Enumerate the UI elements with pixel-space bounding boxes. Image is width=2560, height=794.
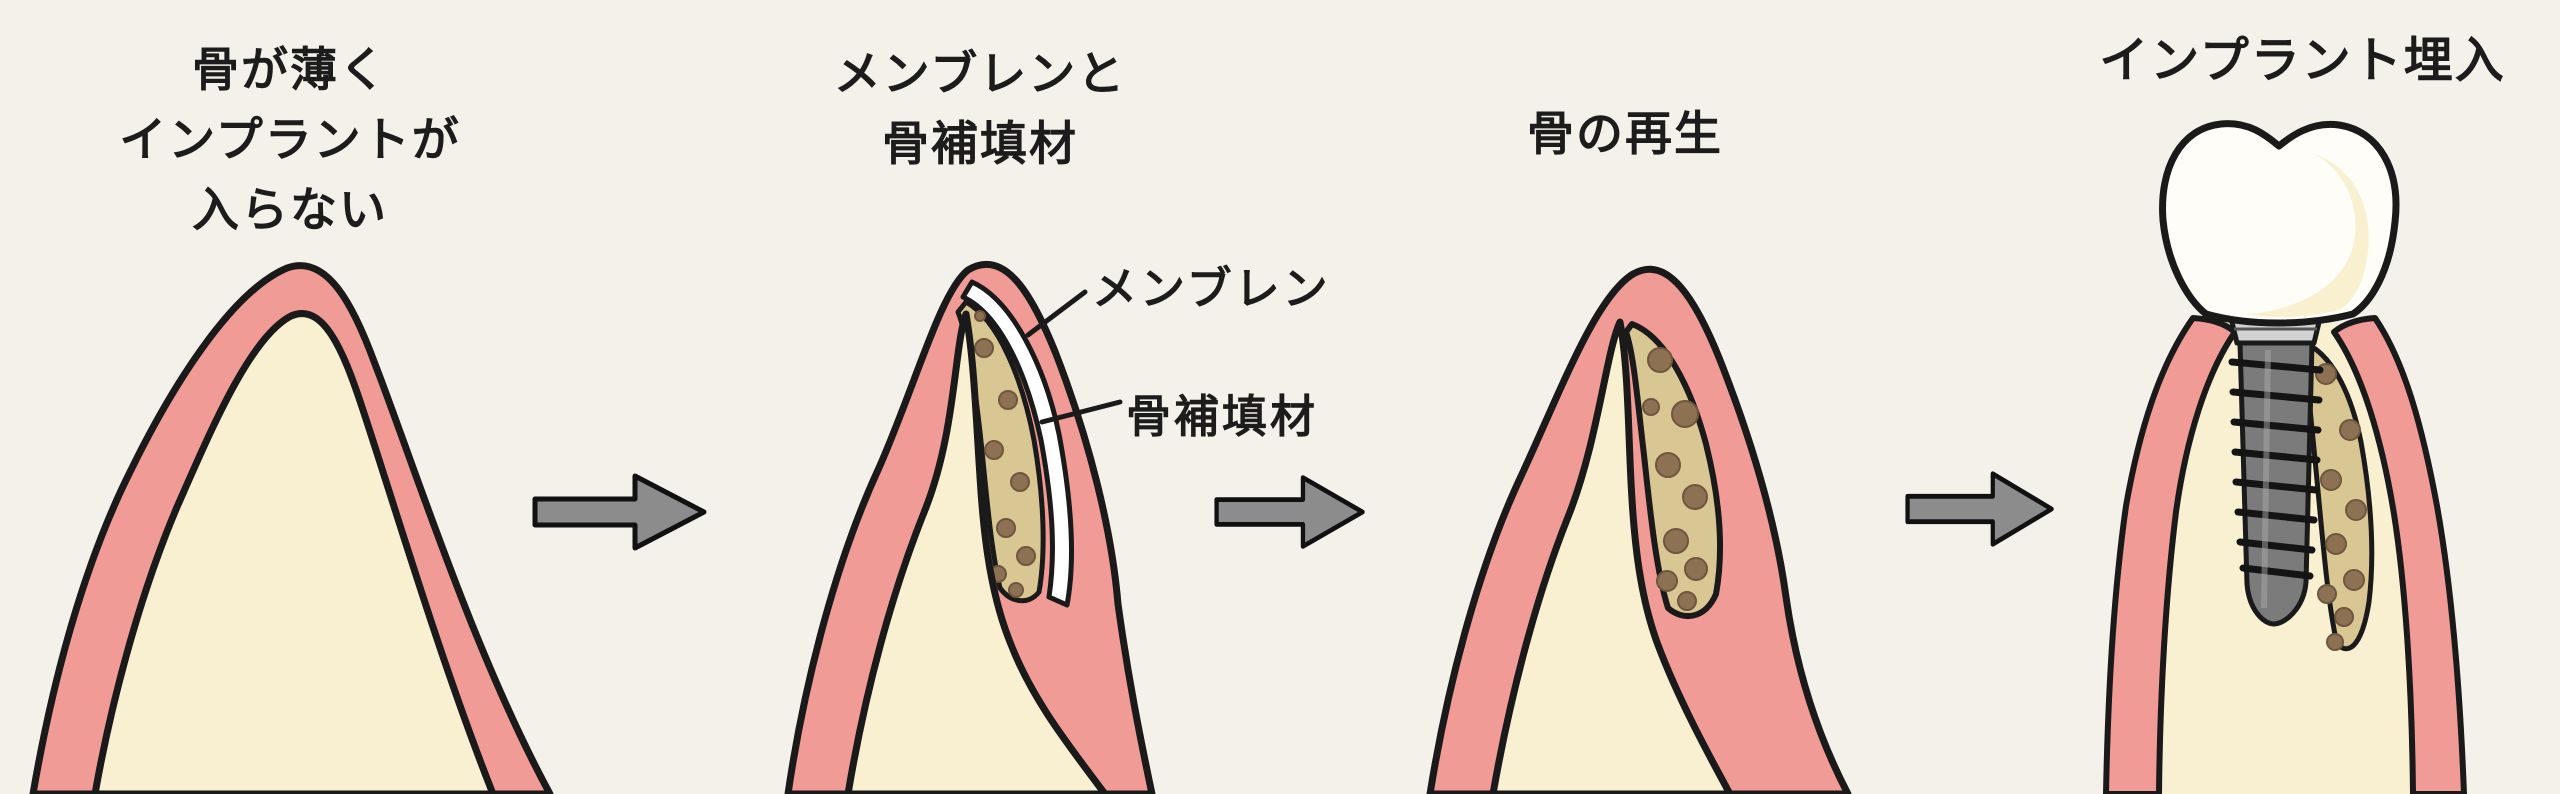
panel2-title-line2: 骨補填材 [882, 117, 1078, 172]
screw-threads [2228, 358, 2324, 580]
membrane-leader-line [1025, 289, 1088, 338]
membrane-label: メンブレン [1092, 262, 1331, 315]
panel1-title: 骨が薄く インプラントが 入らない [70, 36, 510, 246]
panel3-illustration-bone-regeneration [1426, 265, 1852, 794]
arrow-right-icon [1905, 471, 2054, 547]
graft-dots [974, 310, 1036, 598]
crown [2159, 120, 2400, 327]
panel2-title-line1: メンブレンと [833, 47, 1127, 102]
arrow-shape [1905, 471, 2054, 547]
panel1-title-line1: 骨が薄く [192, 43, 388, 98]
screw-highlight [2261, 349, 2271, 609]
panel2-illustration-membrane-graft [784, 260, 1156, 794]
bone-core [844, 310, 1109, 794]
panel1-title-line2: インプラントが [119, 113, 461, 168]
panel4-title-line1: インプラント埋入 [2099, 32, 2506, 89]
panel3-title: 骨の再生 [1425, 100, 1825, 170]
gum-left-band [2103, 315, 2238, 794]
graft-leader-line [1039, 399, 1123, 425]
arrow-shape [532, 473, 707, 551]
panel1-title-line3: 入らない [192, 183, 388, 238]
arrow-right-icon [1214, 475, 1365, 549]
panel2-title: メンブレンと 骨補填材 [765, 40, 1195, 180]
arrow-right-icon [532, 473, 707, 551]
crown-shading [2249, 154, 2369, 317]
bone-core [91, 310, 497, 794]
gum-right-band [2331, 315, 2467, 794]
panel4-illustration-implant [2103, 120, 2467, 794]
graft-material-label: 骨補填材 [1126, 390, 1319, 443]
arrow-shape [1214, 475, 1365, 549]
panel1-illustration-thin-ridge [29, 262, 554, 794]
panel3-title-line1: 骨の再生 [1527, 107, 1723, 162]
panel4-title: インプラント埋入 [2065, 26, 2540, 96]
graft-dots [1642, 347, 1708, 611]
membrane-strip [960, 279, 1075, 608]
bone-core [1489, 318, 1734, 794]
